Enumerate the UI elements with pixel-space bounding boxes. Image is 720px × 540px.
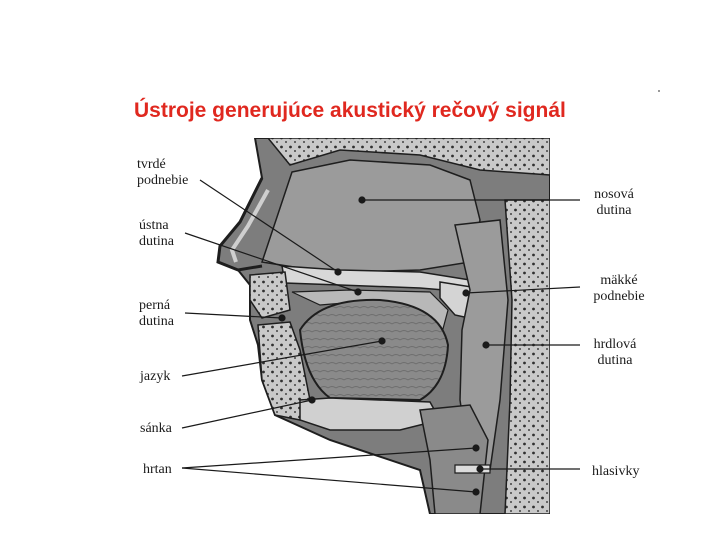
leader-dot-hrtan-upper (472, 444, 480, 452)
label-hrdlova-dutina-line1: hrdlová (593, 337, 637, 352)
larynx (419, 404, 489, 514)
label-tvrde-podnebie: tvrdé podnebie (137, 157, 188, 189)
leader-dot-nosova-dutina (358, 196, 366, 204)
label-nosova-dutina: nosová dutina (584, 187, 644, 219)
skull-bone (267, 138, 550, 176)
label-makke-podnebie: mäkké podnebie (584, 273, 654, 305)
leader-hrtan-upper (181, 447, 477, 469)
label-hlasivky: hlasivky (592, 464, 640, 479)
leader-dot-jazyk (378, 337, 386, 345)
leader-dot-ustna-dutina (354, 288, 362, 296)
leader-dot-hrdlova-dutina (482, 341, 490, 349)
leader-lines (181, 179, 581, 496)
anatomy-drawing (210, 138, 550, 514)
label-tvrde-podnebie-line1: tvrdé (137, 157, 166, 172)
leader-dot-hlasivky (476, 465, 484, 473)
oral-cavity (291, 289, 449, 341)
leader-hrtan-lower (181, 467, 477, 493)
label-hrtan: hrtan (143, 462, 172, 477)
label-perna-dutina-line2: dutina (139, 314, 174, 329)
leader-tvrde-podnebie (199, 179, 339, 273)
nose-inner (229, 189, 270, 263)
leader-dot-perna-dutina (278, 314, 286, 322)
label-ustna-dutina: ústna dutina (139, 218, 174, 250)
label-makke-podnebie-line2: podnebie (593, 289, 645, 304)
leader-sanka (181, 399, 313, 429)
leader-dot-sanka (308, 396, 316, 404)
leader-perna-dutina (184, 312, 283, 319)
label-sanka: sánka (140, 421, 172, 436)
label-makke-podnebie-line1: mäkké (600, 273, 638, 288)
label-ustna-dutina-line2: dutina (139, 234, 174, 249)
tongue-shape (298, 298, 450, 402)
leader-ustna-dutina (184, 232, 359, 293)
upper-lip (249, 271, 291, 319)
corner-dot (658, 90, 660, 92)
label-jazyk: jazyk (140, 369, 171, 384)
label-perna-dutina: perná dutina (139, 298, 174, 330)
label-tvrde-podnebie-line2: podnebie (137, 173, 189, 188)
label-nosova-dutina-line2: dutina (596, 203, 632, 218)
mandible (299, 397, 442, 431)
spine-column (504, 199, 550, 514)
nasal-cavity (261, 159, 481, 273)
leader-makke-podnebie (465, 286, 581, 294)
leader-dot-tvrde-podnebie (334, 268, 342, 276)
leader-dot-makke-podnebie (462, 289, 470, 297)
diagram-title: Ústroje generujúce akustický rečový sign… (134, 99, 566, 122)
label-ustna-dutina-line1: ústna (139, 218, 169, 233)
label-hrdlova-dutina-line2: dutina (597, 353, 633, 368)
label-nosova-dutina-line1: nosová (594, 187, 634, 202)
label-perna-dutina-line1: perná (139, 298, 171, 313)
label-hrdlova-dutina: hrdlová dutina (584, 337, 646, 369)
nose-outline (216, 177, 264, 272)
leader-dot-hrtan-lower (472, 488, 480, 496)
leader-jazyk (181, 340, 383, 377)
